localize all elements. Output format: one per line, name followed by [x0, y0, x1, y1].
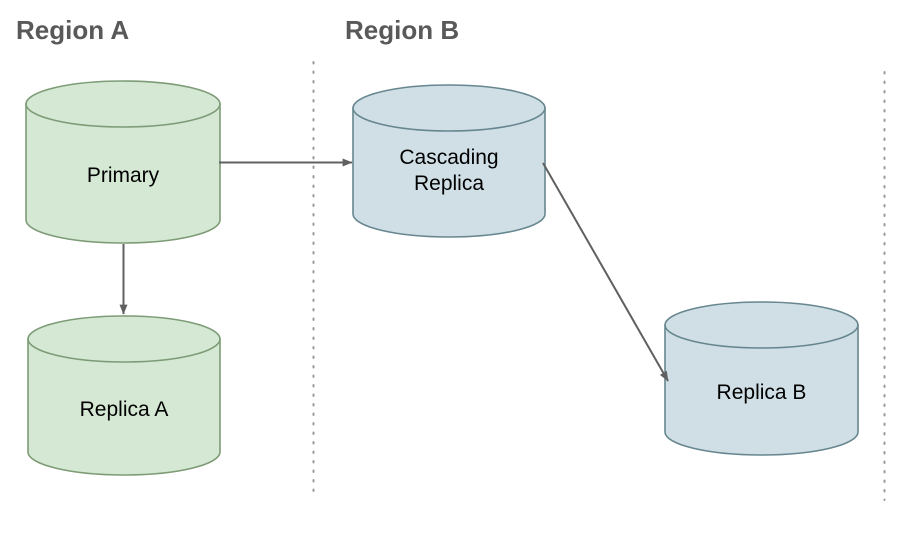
node-primary[interactable] — [25, 80, 221, 244]
primary-cylinder-body — [25, 103, 221, 244]
node-replica-a[interactable] — [27, 315, 221, 476]
replica-a-cylinder-top — [27, 315, 221, 363]
replica-b-cylinder-top — [664, 301, 859, 349]
cascading-replica-cylinder-top — [352, 84, 546, 132]
node-replica-b[interactable] — [664, 301, 859, 456]
region-a-label: Region A — [16, 15, 130, 45]
edge-cascading-replica-to-replica-b — [542, 162, 669, 382]
cascading-replica-cylinder-body — [352, 107, 546, 238]
primary-cylinder-top — [25, 80, 221, 128]
replica-b-cylinder-body — [664, 324, 859, 456]
replica-a-cylinder-body — [27, 338, 221, 476]
node-cascading-replica[interactable] — [352, 84, 546, 238]
region-b-label: Region B — [345, 15, 460, 45]
